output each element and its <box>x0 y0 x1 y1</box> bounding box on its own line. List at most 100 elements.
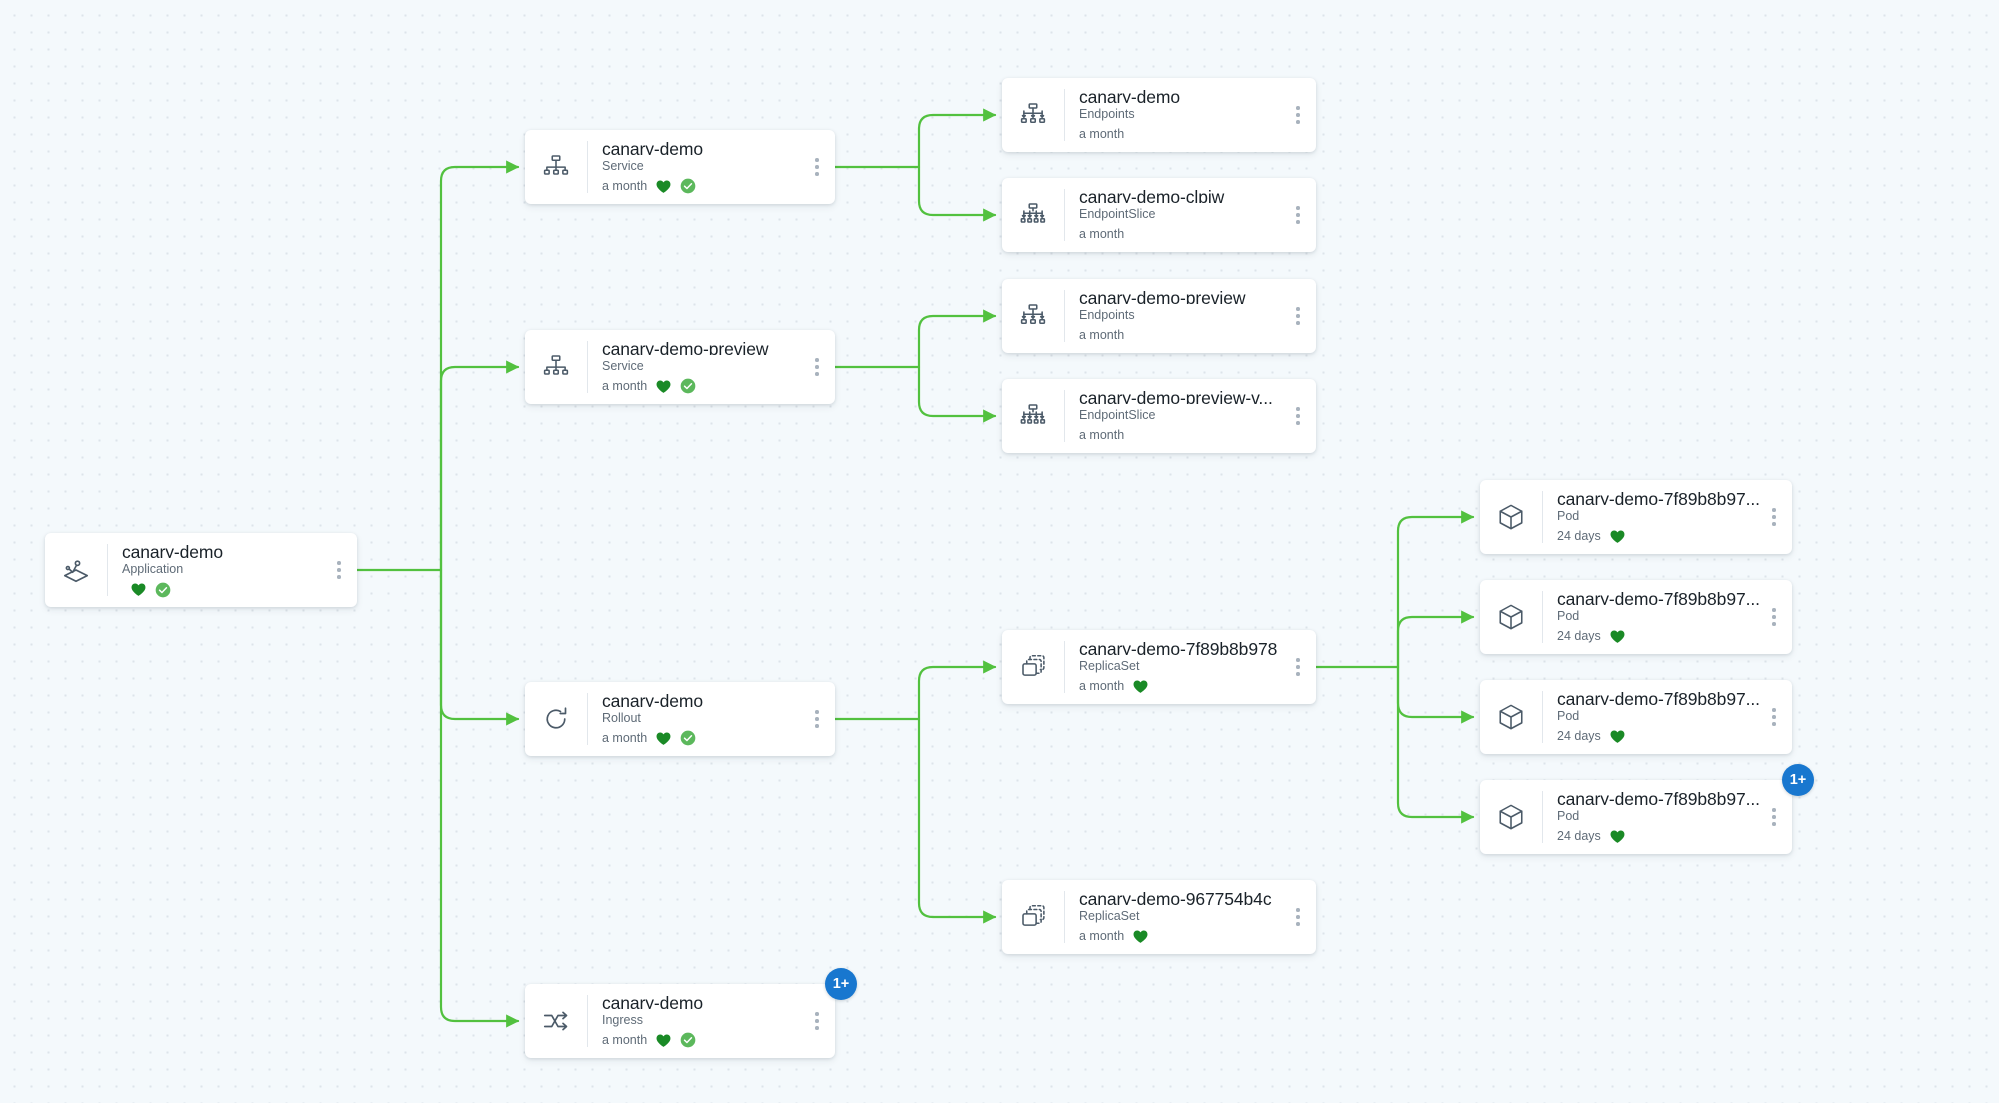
node-menu-kebab-icon[interactable] <box>805 130 835 204</box>
edge-replicaset-7f89b8b978-to-pod-2 <box>1396 610 1475 669</box>
node-age: 24 days <box>1557 728 1601 743</box>
node-age: a month <box>1079 678 1125 693</box>
node-kind: Pod <box>1557 508 1580 523</box>
health-status-healthy-icon <box>1609 728 1626 745</box>
node-meta <box>122 581 327 598</box>
pod-icon <box>1480 480 1542 554</box>
node-menu-kebab-icon[interactable] <box>1286 379 1316 453</box>
sync-status-synced-icon <box>155 582 171 598</box>
node-menu-kebab-icon[interactable] <box>1762 580 1792 654</box>
node-menu-kebab-icon[interactable] <box>1286 880 1316 954</box>
edge-application-to-rollout-canary-demo <box>439 568 520 726</box>
node-meta: a month <box>1079 327 1286 345</box>
node-menu-kebab-icon[interactable] <box>805 682 835 756</box>
sync-status-synced-icon <box>680 1032 696 1048</box>
edge-rollout-canary-demo-to-replicaset-967754b4c <box>917 717 997 924</box>
node-divider <box>1064 189 1065 241</box>
node-title: canary-demo-preview-v... <box>1079 388 1273 404</box>
node-meta: 24 days <box>1557 528 1762 546</box>
node-title: canary-demo-7f89b8b978 <box>1079 639 1278 655</box>
node-menu-kebab-icon[interactable] <box>1286 630 1316 704</box>
node-kind: Pod <box>1557 808 1580 823</box>
node-menu-kebab-icon[interactable] <box>1286 178 1316 252</box>
node-kind: Pod <box>1557 608 1580 623</box>
node-age: a month <box>1079 126 1125 141</box>
edge-application-to-ingress-canary-demo <box>439 568 520 1028</box>
edge-application-to-service-canary-demo <box>439 160 520 572</box>
node-kind: Service <box>602 158 644 173</box>
ingress-icon <box>525 984 587 1058</box>
node-divider <box>587 141 588 193</box>
node-menu-kebab-icon[interactable] <box>1762 480 1792 554</box>
node-meta: a month <box>1079 427 1286 445</box>
node-meta: a month <box>1079 928 1286 946</box>
node-body: canary-demo-7f89b8b97... Pod 24 days <box>1543 680 1762 754</box>
node-age: a month <box>602 730 648 745</box>
node-age: a month <box>602 178 648 193</box>
node-title: canary-demo-7f89b8b97... <box>1557 689 1760 705</box>
node-menu-kebab-icon[interactable] <box>1286 279 1316 353</box>
edge-replicaset-7f89b8b978-to-pod-4 <box>1396 665 1475 824</box>
resource-node-pod-3[interactable]: canary-demo-7f89b8b97... Pod 24 days <box>1480 680 1792 754</box>
hidden-children-count-badge[interactable]: 1+ <box>825 968 857 1000</box>
node-divider <box>1064 891 1065 943</box>
node-divider <box>1064 641 1065 693</box>
node-age: a month <box>1079 327 1125 342</box>
hidden-children-count-badge[interactable]: 1+ <box>1782 764 1814 796</box>
node-age: 24 days <box>1557 528 1601 543</box>
node-menu-kebab-icon[interactable] <box>805 984 835 1058</box>
node-meta: 24 days <box>1557 628 1762 646</box>
pod-icon <box>1480 780 1542 854</box>
service-icon <box>525 130 587 204</box>
node-kind: EndpointSlice <box>1079 206 1156 221</box>
health-status-healthy-icon <box>1609 528 1626 545</box>
health-status-healthy-icon <box>655 730 672 747</box>
sync-status-synced-icon <box>680 378 696 394</box>
node-age: a month <box>602 378 648 393</box>
health-status-healthy-icon <box>1132 928 1149 945</box>
node-title: canary-demo <box>602 691 704 707</box>
node-meta: a month <box>602 1032 805 1050</box>
node-menu-kebab-icon[interactable] <box>805 330 835 404</box>
node-title: canary-demo-preview <box>602 339 769 355</box>
endpointslice-icon <box>1002 178 1064 252</box>
node-menu-kebab-icon[interactable] <box>327 533 357 607</box>
node-menu-kebab-icon[interactable] <box>1286 78 1316 152</box>
node-age: 24 days <box>1557 828 1601 843</box>
node-menu-kebab-icon[interactable] <box>1762 680 1792 754</box>
node-divider <box>1064 89 1065 141</box>
node-kind: Pod <box>1557 708 1580 723</box>
node-title: canary-demo-7f89b8b97... <box>1557 589 1760 605</box>
node-divider <box>587 995 588 1047</box>
node-age: a month <box>602 1032 648 1047</box>
node-kind: Ingress <box>602 1012 643 1027</box>
edge-application-to-service-canary-demo-preview <box>439 360 520 572</box>
node-title: canary-demo <box>122 542 224 559</box>
node-meta: a month <box>1079 226 1286 244</box>
replicaset-icon <box>1002 630 1064 704</box>
node-title: canary-demo-967754b4c <box>1079 889 1272 905</box>
node-menu-kebab-icon[interactable] <box>1762 780 1792 854</box>
node-title: canary-demo <box>602 139 704 155</box>
node-divider <box>587 693 588 745</box>
resource-node-pod-2[interactable]: canary-demo-7f89b8b97... Pod 24 days <box>1480 580 1792 654</box>
node-kind: ReplicaSet <box>1079 658 1140 673</box>
